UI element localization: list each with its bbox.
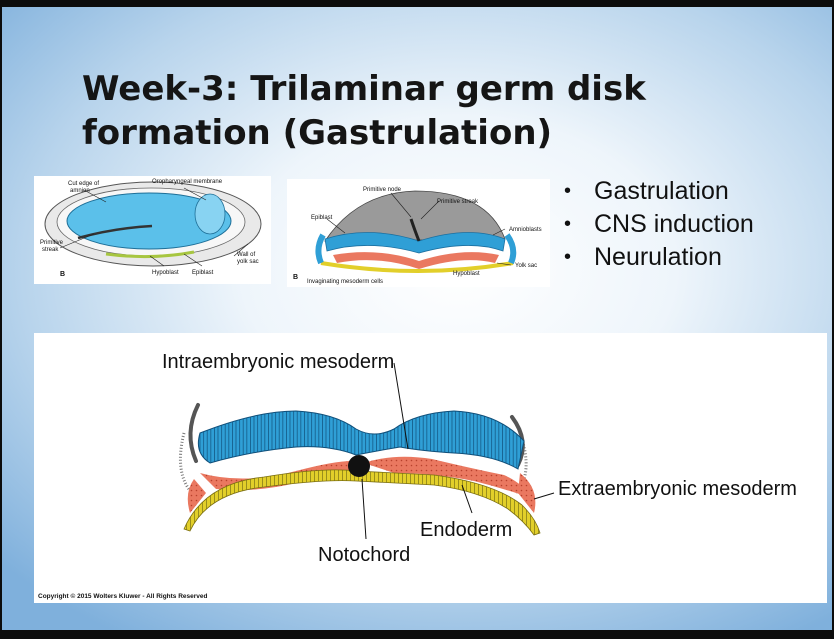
label-epiblast: Epiblast bbox=[192, 270, 214, 276]
label-wall-yolk-sac-line2: yolk sac bbox=[237, 259, 259, 265]
label-letter-b: B bbox=[293, 274, 298, 281]
label-notochord: Notochord bbox=[318, 544, 410, 566]
label-hypoblast-b: Hypoblast bbox=[453, 271, 480, 277]
label-amnioblasts: Amnioblasts bbox=[509, 227, 542, 233]
slide: Week-3: Trilaminar germ disk formation (… bbox=[2, 7, 832, 630]
bullet-cns-induction: CNS induction bbox=[564, 208, 754, 241]
label-primitive-streak-b: Primitive streak bbox=[437, 199, 479, 205]
label-primitive-node: Primitive node bbox=[363, 187, 402, 193]
copyright-notice: Copyright © 2015 Wolters Kluwer - All Ri… bbox=[38, 592, 208, 600]
label-wall-yolk-sac-line1: Wall of bbox=[237, 252, 255, 258]
label-oropharyngeal-membrane: Oropharyngeal membrane bbox=[152, 179, 223, 185]
bullet-neurulation: Neurulation bbox=[564, 241, 754, 274]
label-yolk-sac: Yolk sac bbox=[515, 263, 537, 269]
label-intraembryonic-mesoderm: Intraembryonic mesoderm bbox=[162, 351, 394, 373]
label-primitive-streak-line2: streak bbox=[42, 247, 59, 253]
label-endoderm: Endoderm bbox=[420, 519, 512, 541]
label-invaginating-mesoderm: Invaginating mesoderm cells bbox=[307, 279, 383, 285]
label-epiblast-b: Epiblast bbox=[311, 215, 333, 221]
slide-title: Week-3: Trilaminar germ disk formation (… bbox=[82, 67, 822, 155]
trilaminar-disc-diagram: Intraembryonic mesoderm Extraembryonic m… bbox=[34, 333, 827, 603]
label-cut-edge-line2: amnion bbox=[70, 188, 90, 194]
label-extraembryonic-mesoderm: Extraembryonic mesoderm bbox=[558, 478, 797, 500]
primitive-streak-section-diagram: Primitive node Primitive streak Epiblast… bbox=[287, 179, 550, 287]
label-primitive-streak-line1: Primitive bbox=[40, 240, 64, 246]
label-cut-edge-line1: Cut edge of bbox=[68, 181, 99, 187]
label-letter-a: B bbox=[60, 271, 65, 278]
bullet-gastrulation: Gastrulation bbox=[564, 175, 754, 208]
bullet-list: Gastrulation CNS induction Neurulation bbox=[564, 175, 754, 274]
label-hypoblast: Hypoblast bbox=[152, 270, 179, 276]
